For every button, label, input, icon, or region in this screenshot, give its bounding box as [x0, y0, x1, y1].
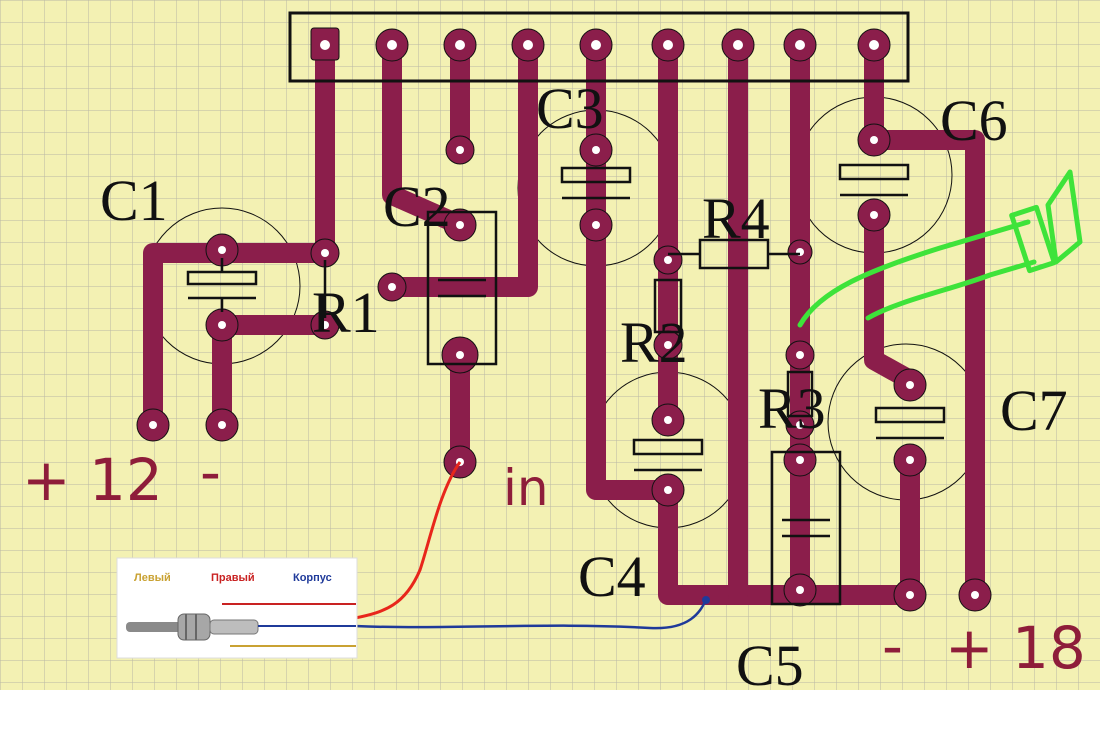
ground-wire — [354, 599, 708, 630]
power-labels: + 12 - in - + 18 — [22, 438, 1086, 682]
jack-label-right: Правый — [211, 572, 255, 584]
label-c5: C5 — [736, 633, 804, 690]
speaker-wire-1 — [797, 219, 1031, 328]
label-plus18: + 18 — [945, 614, 1086, 682]
audio-jack-icon — [126, 603, 356, 647]
c3-symbol — [560, 166, 632, 200]
c6-symbol — [838, 163, 910, 197]
c5-symbol — [770, 450, 842, 606]
label-c7: C7 — [1000, 378, 1068, 443]
c7-symbol — [874, 406, 946, 440]
c1-symbol — [186, 258, 258, 312]
jack-label-ground: Корпус — [293, 572, 332, 584]
solder-pads — [136, 27, 992, 612]
ic-header-outline — [288, 11, 910, 83]
label-c6: C6 — [940, 88, 1008, 153]
ground-via — [702, 596, 710, 604]
label-r1: R1 — [312, 280, 380, 345]
pad-holes — [149, 40, 979, 599]
trace-pin1-c1 — [143, 35, 335, 435]
label-c2: C2 — [383, 174, 451, 239]
label-c1: C1 — [100, 168, 168, 233]
label-r4: R4 — [702, 186, 770, 251]
component-labels: C1 C2 C3 C6 R1 R4 R2 R3 C7 C4 C5 — [100, 76, 1068, 690]
label-input: in — [503, 459, 549, 517]
c2-symbol — [426, 210, 498, 366]
label-r2: R2 — [620, 310, 688, 375]
trace-pin9-c6 — [864, 35, 985, 605]
copper-traces — [143, 35, 985, 605]
audio-jack-legend: Левый Правый Корпус — [116, 557, 358, 659]
trace-c6-c7 — [864, 205, 920, 390]
label-c3: C3 — [536, 76, 604, 141]
resistor-symbols — [323, 238, 814, 418]
r3-symbol — [786, 370, 814, 418]
r4-symbol — [668, 238, 800, 270]
c4-symbol — [632, 438, 704, 472]
pcb-layout-diagram: C1 C2 C3 C6 R1 R4 R2 R3 C7 C4 C5 + 12 - … — [0, 0, 1100, 690]
label-c4: C4 — [578, 544, 646, 609]
capacitor-symbols — [186, 163, 946, 606]
r2-symbol — [653, 278, 683, 334]
label-plus12: + 12 — [22, 446, 163, 514]
signal-wire — [354, 461, 462, 620]
label-r3: R3 — [758, 376, 826, 441]
trace-pin2-c2 — [382, 35, 470, 235]
speaker-wire-2 — [865, 259, 1037, 321]
jack-panel — [116, 557, 358, 659]
trace-pin5-c4 — [586, 35, 678, 500]
speaker-icon — [1009, 169, 1083, 274]
label-minus-right: - — [882, 612, 903, 680]
jack-label-left: Левый — [134, 572, 171, 584]
trace-pin4-r1 — [382, 35, 538, 297]
label-minus-left: - — [200, 438, 221, 506]
